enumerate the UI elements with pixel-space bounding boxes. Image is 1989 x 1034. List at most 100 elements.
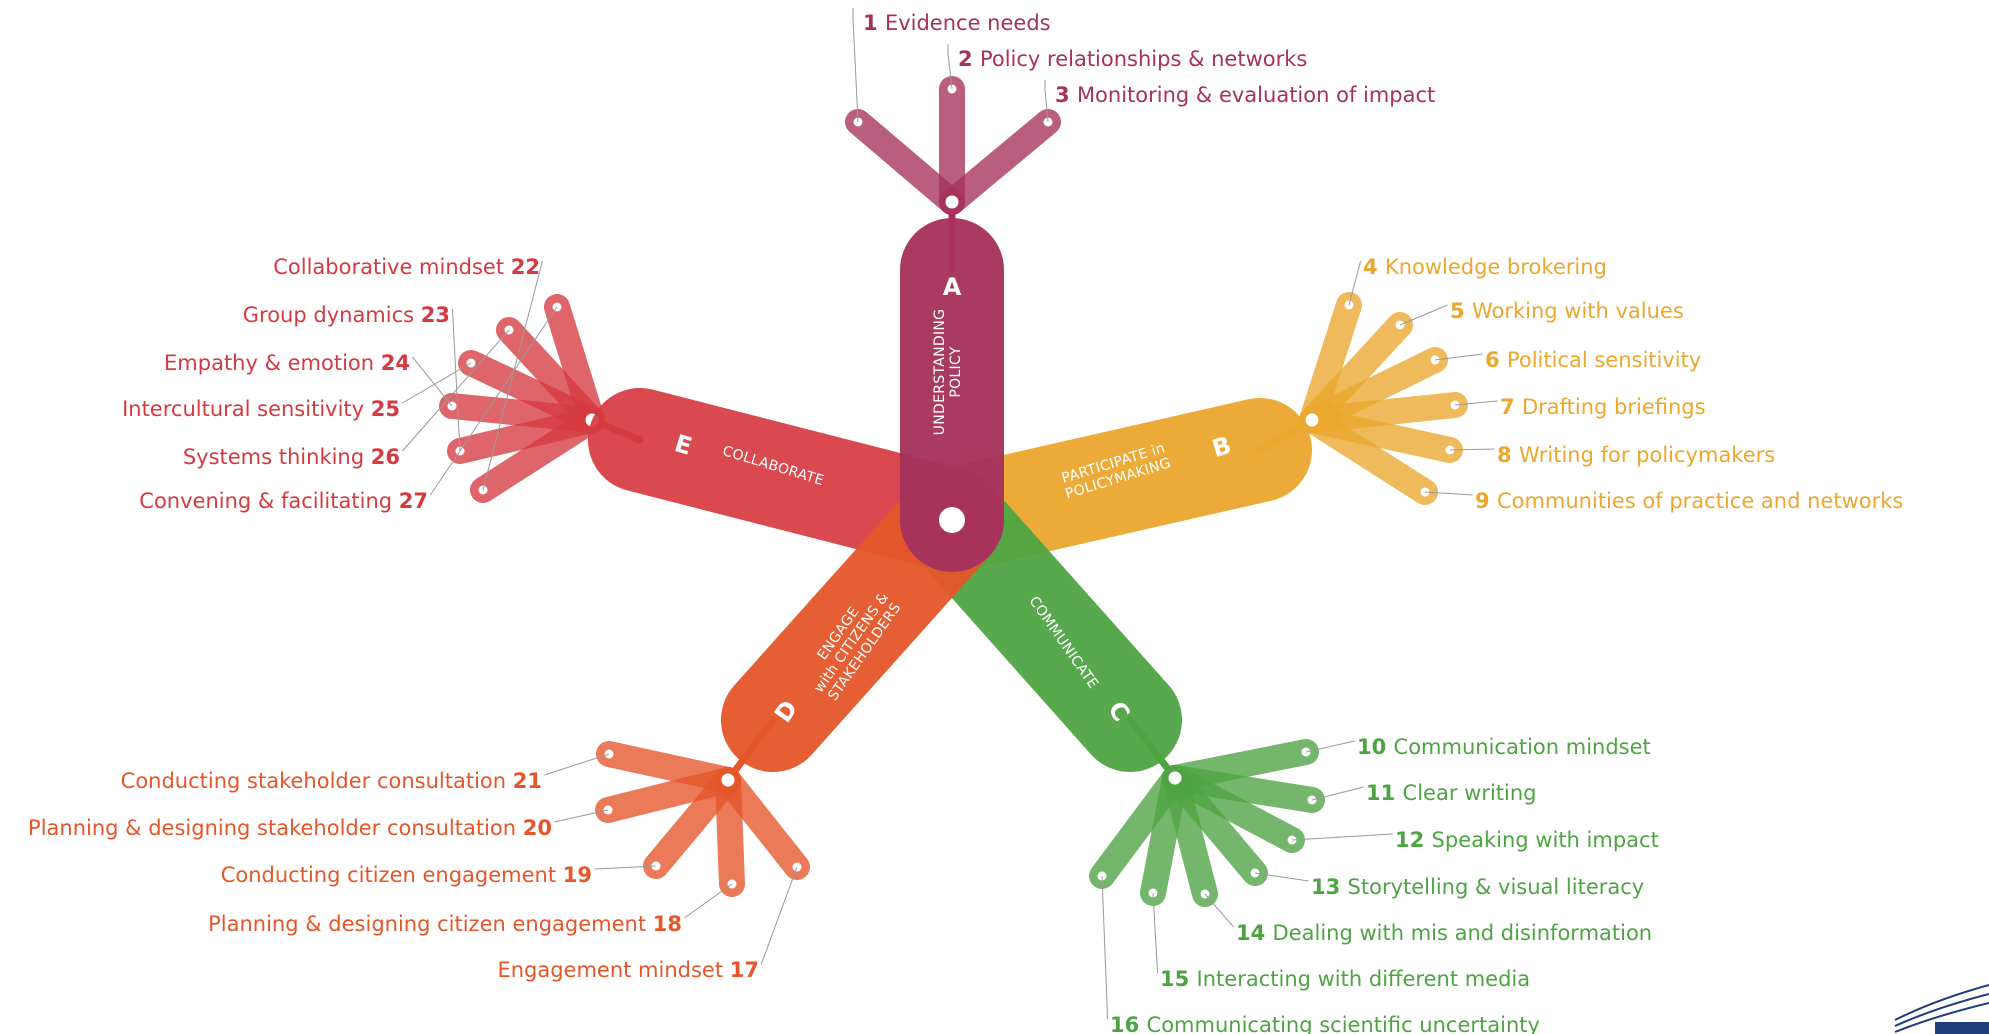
- competence-text: Engagement mindset: [497, 958, 729, 982]
- svg-text:Systems thinking 26: Systems thinking 26: [183, 445, 400, 469]
- competence-number: 23: [421, 303, 450, 327]
- competence-text: Drafting briefings: [1522, 395, 1706, 419]
- arm-letter: E: [671, 429, 695, 461]
- competence-text: Communication mindset: [1394, 735, 1651, 759]
- competence-text: Conducting citizen engagement: [221, 863, 563, 887]
- competence-text: Dealing with mis and disinformation: [1273, 921, 1653, 945]
- competence-text: Communicating scientific uncertainty: [1147, 1013, 1540, 1034]
- fan-hub-dot: [718, 770, 738, 790]
- competence-number: 5: [1450, 299, 1472, 323]
- competence-text: Political sensitivity: [1507, 348, 1701, 372]
- competence-number: 19: [563, 863, 592, 887]
- competence-label-7: 7 Drafting briefings: [1454, 395, 1706, 419]
- competence-text: Working with values: [1472, 299, 1684, 323]
- arm-D-fan: [595, 716, 810, 897]
- competence-number: 3: [1055, 83, 1077, 107]
- competence-number: 12: [1395, 828, 1432, 852]
- competence-text: Interacting with different media: [1197, 967, 1531, 991]
- competence-text: Planning & designing stakeholder consult…: [28, 816, 523, 840]
- competence-number: 14: [1236, 921, 1273, 945]
- competence-text: Evidence needs: [885, 11, 1051, 35]
- competence-text: Intercultural sensitivity: [122, 397, 371, 421]
- competence-label-21: Conducting stakeholder consultation 21: [121, 753, 610, 793]
- competence-number: 24: [381, 351, 410, 375]
- svg-text:2 Policy relationships & netwo: 2 Policy relationships & networks: [958, 47, 1307, 71]
- competence-finger-E-6: [470, 407, 605, 503]
- svg-text:Group dynamics 23: Group dynamics 23: [243, 303, 450, 327]
- svg-text:1 Evidence needs: 1 Evidence needs: [863, 11, 1051, 35]
- competence-number: 10: [1357, 735, 1394, 759]
- competence-text: Empathy & emotion: [164, 351, 381, 375]
- competence-label-14: 14 Dealing with mis and disinformation: [1204, 893, 1653, 945]
- svg-text:Empathy & emotion 24: Empathy & emotion 24: [164, 351, 410, 375]
- competence-number: 26: [371, 445, 400, 469]
- competence-number: 7: [1500, 395, 1522, 419]
- svg-text:Planning & designing stakehold: Planning & designing stakeholder consult…: [28, 816, 552, 840]
- competence-label-9: 9 Communities of practice and networks: [1424, 489, 1903, 513]
- center-dot: [939, 507, 965, 533]
- competence-text: Conducting stakeholder consultation: [121, 769, 513, 793]
- competence-label-17: Engagement mindset 17: [497, 866, 798, 982]
- competence-label-16: 16 Communicating scientific uncertainty: [1101, 875, 1540, 1034]
- competence-text: Convening & facilitating: [139, 489, 398, 513]
- competence-text: Communities of practice and networks: [1497, 489, 1903, 513]
- competence-text: Group dynamics: [243, 303, 421, 327]
- competence-label-27: Convening & facilitating 27: [139, 306, 558, 513]
- svg-text:Engagement mindset 17: Engagement mindset 17: [497, 958, 759, 982]
- competence-number: 25: [371, 397, 400, 421]
- competence-number: 16: [1110, 1013, 1147, 1034]
- arm-letter: A: [943, 273, 962, 301]
- competence-finger-D-5: [596, 741, 741, 793]
- svg-text:11 Clear writing: 11 Clear writing: [1366, 781, 1537, 805]
- competence-label-6: 6 Political sensitivity: [1434, 348, 1701, 372]
- competence-text: Monitoring & evaluation of impact: [1077, 83, 1435, 107]
- competence-label-23: Group dynamics 23: [243, 303, 461, 452]
- svg-text:15 Interacting with different: 15 Interacting with different media: [1160, 967, 1530, 991]
- fan-hub-dot: [1165, 768, 1185, 788]
- competence-label-10: 10 Communication mindset: [1305, 735, 1651, 759]
- arm-C-fan: [1089, 716, 1325, 907]
- competence-number: 8: [1497, 443, 1519, 467]
- competence-text: Knowledge brokering: [1385, 255, 1607, 279]
- competence-number: 15: [1160, 967, 1197, 991]
- svg-text:Collaborative mindset 22: Collaborative mindset 22: [273, 255, 540, 279]
- svg-text:7 Drafting briefings: 7 Drafting briefings: [1500, 395, 1706, 419]
- arm-A-fan: [845, 76, 1061, 274]
- logo: [1894, 984, 1989, 1034]
- competence-label-13: 13 Storytelling & visual literacy: [1254, 872, 1644, 899]
- competence-label-24: Empathy & emotion 24: [164, 351, 453, 407]
- svg-text:5 Working with values: 5 Working with values: [1450, 299, 1684, 323]
- competence-number: 27: [399, 489, 428, 513]
- competence-label-4: 4 Knowledge brokering: [1348, 255, 1607, 306]
- competence-number: 6: [1485, 348, 1507, 372]
- competence-number: 1: [863, 11, 885, 35]
- competence-label-15: 15 Interacting with different media: [1152, 892, 1530, 991]
- competence-text: Planning & designing citizen engagement: [208, 912, 653, 936]
- svg-text:9 Communities of practice and: 9 Communities of practice and networks: [1475, 489, 1903, 513]
- svg-text:Convening & facilitating 27: Convening & facilitating 27: [139, 489, 428, 513]
- competence-label-8: 8 Writing for policymakers: [1449, 443, 1775, 467]
- svg-text:Conducting citizen engagement: Conducting citizen engagement 19: [221, 863, 592, 887]
- competence-text: Writing for policymakers: [1519, 443, 1775, 467]
- competence-number: 2: [958, 47, 980, 71]
- competence-label-5: 5 Working with values: [1399, 299, 1684, 326]
- competence-label-26: Systems thinking 26: [183, 329, 510, 469]
- competence-finger-A-1: [845, 109, 965, 215]
- competence-label-12: 12 Speaking with impact: [1291, 828, 1659, 852]
- competence-number: 11: [1366, 781, 1403, 805]
- svg-text:Intercultural sensitivity 25: Intercultural sensitivity 25: [122, 397, 400, 421]
- svg-text:Conducting stakeholder consult: Conducting stakeholder consultation 21: [121, 769, 542, 793]
- competence-text: Collaborative mindset: [273, 255, 511, 279]
- competence-label-22: Collaborative mindset 22: [273, 255, 543, 491]
- competence-text: Storytelling & visual literacy: [1348, 875, 1645, 899]
- svg-text:13 Storytelling & visual liter: 13 Storytelling & visual literacy: [1311, 875, 1644, 899]
- arm-E-fan: [439, 294, 644, 503]
- competence-number: 18: [653, 912, 682, 936]
- fan-hub-dot: [942, 192, 962, 212]
- svg-text:Planning & designing citizen e: Planning & designing citizen engagement …: [208, 912, 682, 936]
- competence-text: Clear writing: [1403, 781, 1537, 805]
- svg-text:6 Political sensitivity: 6 Political sensitivity: [1485, 348, 1701, 372]
- svg-text:16 Communicating scientific un: 16 Communicating scientific uncertainty: [1110, 1013, 1540, 1034]
- competence-number: 22: [511, 255, 540, 279]
